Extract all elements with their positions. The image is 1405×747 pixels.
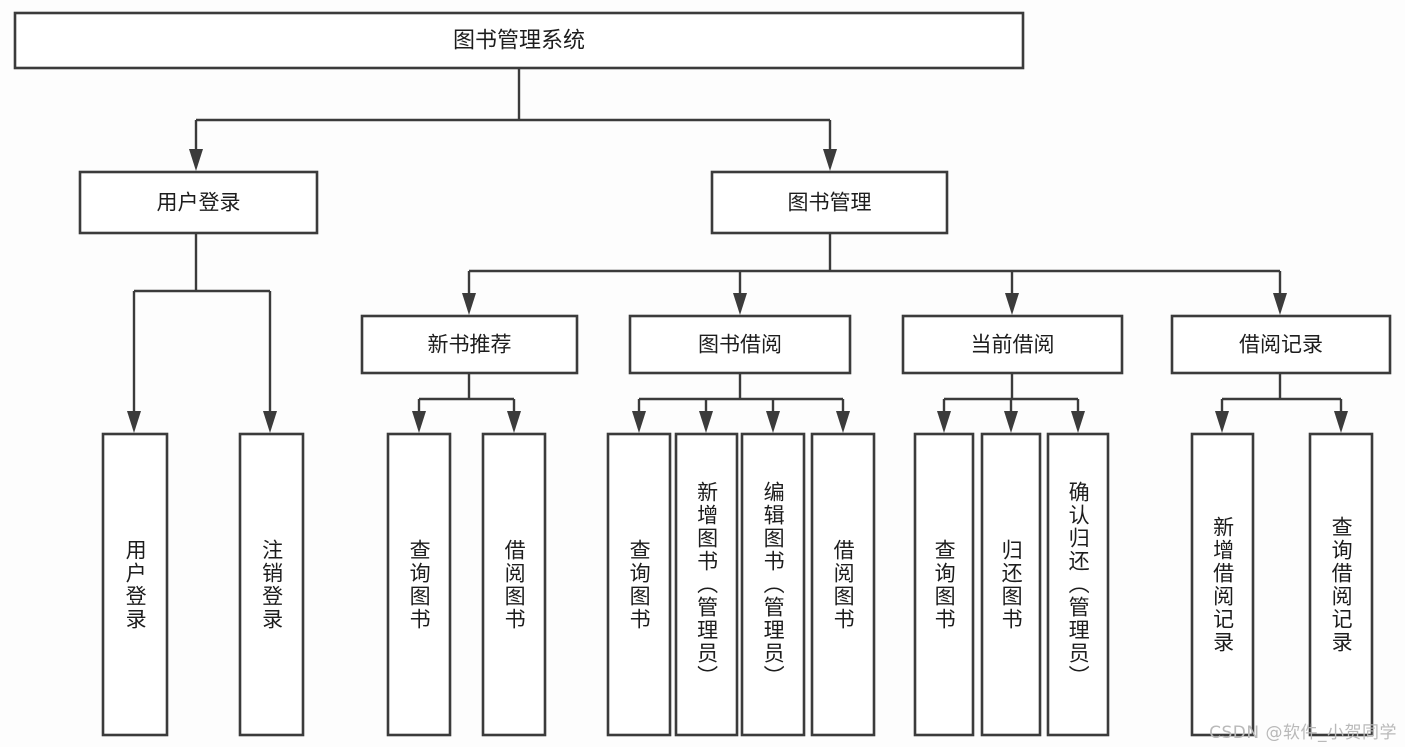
- arrowhead-icon: [127, 411, 141, 433]
- node-new-book-recommend-box[interactable]: [360, 314, 579, 375]
- arrowhead-layer: [127, 149, 1348, 433]
- arrowhead-icon: [823, 149, 837, 171]
- arrowhead-icon: [632, 411, 646, 433]
- node-user-login-box[interactable]: [78, 170, 319, 235]
- arrowhead-icon: [836, 411, 850, 433]
- arrowhead-icon: [1215, 411, 1229, 433]
- node-leaf-query-book-recommend-box[interactable]: [386, 432, 452, 737]
- node-leaf-add-borrow-record-box[interactable]: [1190, 432, 1255, 737]
- node-root-box[interactable]: [13, 11, 1025, 70]
- arrowhead-icon: [263, 411, 277, 433]
- node-root-label: 图书管理系统: [453, 29, 585, 54]
- node-leaf-borrow-book-box[interactable]: [810, 432, 876, 737]
- node-leaf-edit-book-box[interactable]: [740, 432, 806, 737]
- node-leaf-query-borrow-record-box[interactable]: [1308, 432, 1374, 737]
- node-leaf-confirm-return-box[interactable]: [1046, 432, 1110, 737]
- node-leaf-query-book-current-box[interactable]: [913, 432, 975, 737]
- node-current-borrow-label: 当前借阅: [971, 333, 1055, 357]
- node-current-borrow-box[interactable]: [901, 314, 1124, 375]
- arrowhead-icon: [1005, 293, 1019, 315]
- arrowhead-icon: [189, 149, 203, 171]
- node-book-manage-label: 图书管理: [788, 191, 872, 215]
- node-new-book-recommend-label: 新书推荐: [428, 333, 512, 357]
- arrowhead-icon: [1334, 411, 1348, 433]
- node-user-login-label: 用户登录: [157, 191, 241, 215]
- node-borrow-record-label: 借阅记录: [1239, 333, 1323, 357]
- node-borrow-record-box[interactable]: [1170, 314, 1392, 375]
- arrowhead-icon: [937, 411, 951, 433]
- node-leaf-user-login-box[interactable]: [101, 432, 169, 737]
- arrowhead-icon: [462, 293, 476, 315]
- node-leaf-return-book-box[interactable]: [980, 432, 1042, 737]
- node-leaf-borrow-book-recommend-box[interactable]: [481, 432, 547, 737]
- arrowhead-icon: [699, 411, 713, 433]
- node-leaf-logout-box[interactable]: [238, 432, 305, 737]
- arrowhead-icon: [507, 411, 521, 433]
- arrowhead-icon: [1273, 293, 1287, 315]
- node-box-layer: [13, 11, 1392, 737]
- node-book-manage-box[interactable]: [710, 170, 949, 235]
- node-book-borrow-box[interactable]: [628, 314, 852, 375]
- watermark-text: CSDN @软件_小贺同学: [1209, 723, 1397, 743]
- arrowhead-icon: [1071, 411, 1085, 433]
- node-leaf-query-book-borrow-box[interactable]: [606, 432, 672, 737]
- node-leaf-add-book-box[interactable]: [674, 432, 739, 737]
- arrowhead-icon: [766, 411, 780, 433]
- arrowhead-icon: [1004, 411, 1018, 433]
- arrowhead-icon: [412, 411, 426, 433]
- node-book-borrow-label: 图书借阅: [698, 333, 782, 357]
- arrowhead-icon: [733, 293, 747, 315]
